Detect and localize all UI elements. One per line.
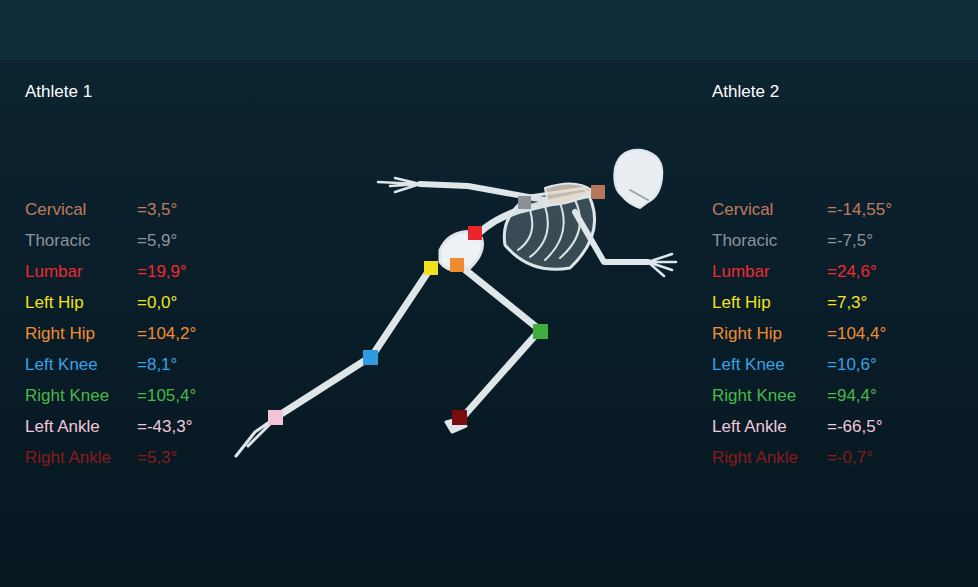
skeleton: [236, 150, 676, 456]
left-ankle-value: =-43,3°: [137, 417, 192, 437]
cervical-value: =3,5°: [137, 200, 177, 220]
lumbar-name: Lumbar: [25, 262, 83, 282]
right-knee-value: =94,4°: [827, 386, 877, 406]
right-knee-name: Right Knee: [25, 386, 109, 406]
cervical-name: Cervical: [712, 200, 773, 220]
cervical-name: Cervical: [25, 200, 86, 220]
left-hip-name: Left Hip: [25, 293, 84, 313]
cervical-marker: [591, 185, 605, 199]
right-hip-name: Right Hip: [712, 324, 782, 344]
left-knee-name: Left Knee: [25, 355, 98, 375]
right-hip-value: =104,4°: [827, 324, 886, 344]
right-ankle-value: =-0,7°: [827, 448, 873, 468]
cervical-value: =-14,55°: [827, 200, 892, 220]
top-band: [0, 0, 978, 60]
lumbar-marker: [468, 226, 482, 240]
thoracic-marker: [518, 196, 531, 209]
right-knee-value: =105,4°: [137, 386, 196, 406]
left-hip-marker: [424, 261, 438, 275]
athlete-heading: Athlete 2: [712, 82, 779, 102]
right-ankle-marker: [452, 410, 467, 425]
thoracic-name: Thoracic: [712, 231, 777, 251]
left-knee-marker: [363, 350, 378, 365]
right-knee-name: Right Knee: [712, 386, 796, 406]
athlete-heading: Athlete 1: [25, 82, 92, 102]
lumbar-value: =24,6°: [827, 262, 877, 282]
thoracic-name: Thoracic: [25, 231, 90, 251]
left-ankle-name: Left Ankle: [712, 417, 787, 437]
left-hip-name: Left Hip: [712, 293, 771, 313]
left-hip-value: =0,0°: [137, 293, 177, 313]
left-ankle-value: =-66,5°: [827, 417, 882, 437]
left-hip-value: =7,3°: [827, 293, 867, 313]
left-knee-name: Left Knee: [712, 355, 785, 375]
right-hip-name: Right Hip: [25, 324, 95, 344]
joint-markers: [268, 185, 605, 425]
left-ankle-name: Left Ankle: [25, 417, 100, 437]
left-knee-value: =8,1°: [137, 355, 177, 375]
right-ankle-name: Right Ankle: [712, 448, 798, 468]
right-hip-value: =104,2°: [137, 324, 196, 344]
left-ankle-marker: [268, 410, 283, 425]
lumbar-name: Lumbar: [712, 262, 770, 282]
right-ankle-name: Right Ankle: [25, 448, 111, 468]
right-knee-marker: [533, 324, 548, 339]
thoracic-value: =-7,5°: [827, 231, 873, 251]
right-hip-marker: [450, 258, 464, 272]
left-knee-value: =10,6°: [827, 355, 877, 375]
lumbar-value: =19,9°: [137, 262, 187, 282]
thoracic-value: =5,9°: [137, 231, 177, 251]
right-ankle-value: =5,3°: [137, 448, 177, 468]
